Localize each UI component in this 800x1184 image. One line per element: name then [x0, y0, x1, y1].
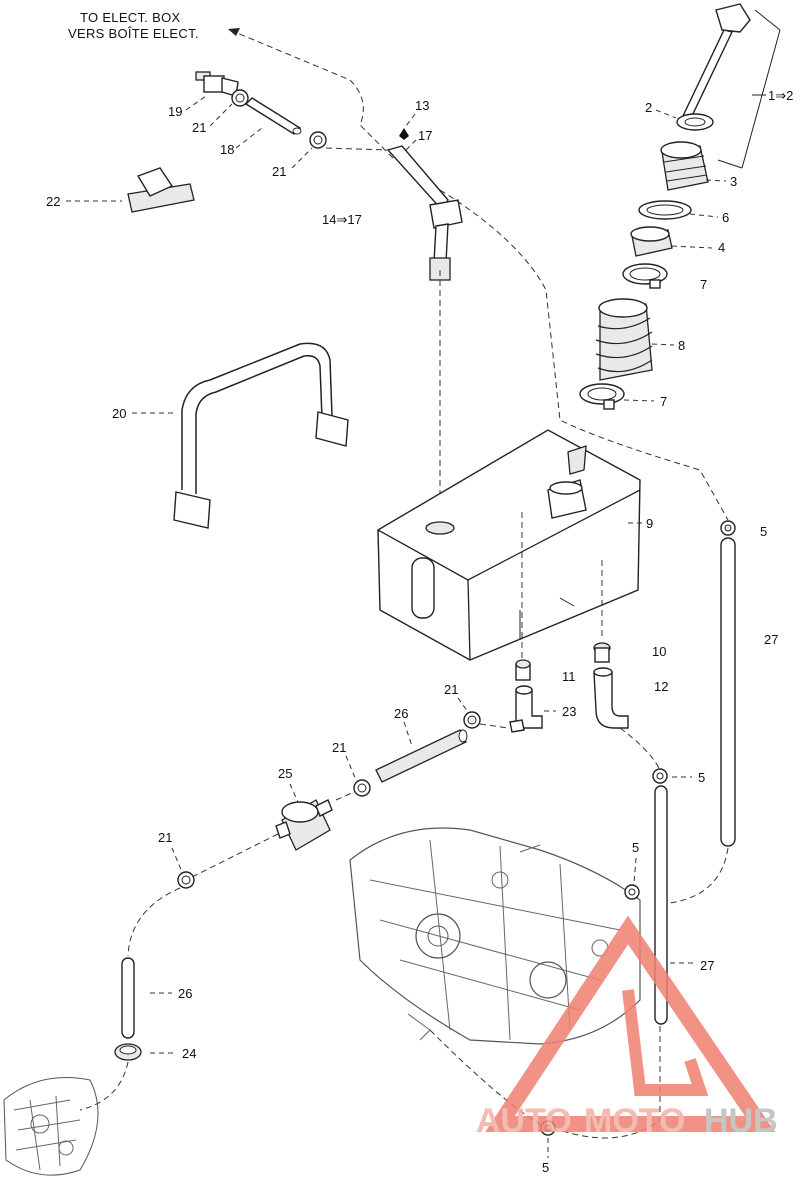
callout-21-lower-left: 21: [158, 830, 172, 845]
callout-7-upper: 7: [700, 277, 707, 292]
callout-13: 13: [415, 98, 429, 113]
callout-9: 9: [646, 516, 653, 531]
callout-14-17: 14⇒17: [322, 212, 362, 227]
clip-21-lower-left: [177, 871, 195, 889]
callout-5-engine: 5: [632, 840, 639, 855]
callout-12: 12: [654, 679, 668, 694]
logo-text-hub: HUB: [704, 1102, 778, 1140]
bellows-hose-8: [595, 298, 653, 381]
callout-26-lower: 26: [178, 986, 192, 1001]
callout-2: 2: [645, 100, 652, 115]
oil-tank-9: [377, 429, 641, 661]
callout-8: 8: [678, 338, 685, 353]
filler-neck-3: [660, 141, 709, 191]
callout-17: 17: [418, 128, 432, 143]
connector-19: [195, 71, 239, 97]
vent-valve-assembly: [386, 128, 463, 281]
hose-26-upper: [375, 729, 468, 783]
callout-21-top-right: 21: [272, 164, 286, 179]
engine-crankcase-sketch: [349, 827, 641, 1045]
callout-24: 24: [182, 1046, 196, 1061]
callout-21-top-left: 21: [192, 120, 206, 135]
callout-6: 6: [722, 210, 729, 225]
callout-20: 20: [112, 406, 126, 421]
grommet-10: [593, 642, 611, 663]
clip-5-center: [652, 768, 668, 784]
clip-21-top-left: [231, 89, 249, 107]
callout-19: 19: [168, 104, 182, 119]
callout-5-top-right: 5: [760, 524, 767, 539]
callout-27-center: 27: [700, 958, 714, 973]
logo-text-auto: AUTO: [476, 1102, 572, 1140]
callout-11: 11: [562, 669, 576, 684]
clamp-24: [114, 1043, 142, 1061]
wire-to-elect-box-arrow: [228, 28, 396, 161]
elbow-fitting-12: [593, 667, 629, 729]
callout-5-bottom: 5: [542, 1160, 549, 1175]
hose-18: [244, 97, 302, 135]
clip-21-mid: [353, 779, 371, 797]
grommet-11: [515, 659, 531, 681]
callout-10: 10: [652, 644, 666, 659]
hose-27-right: [720, 537, 736, 847]
clip-5-top-right: [720, 520, 736, 536]
clip-21-upper-mid: [463, 711, 481, 729]
elbow-fitting-23: [509, 685, 543, 733]
retaining-strap-20: [173, 342, 349, 529]
callout-21-mid: 21: [332, 740, 346, 755]
callout-18: 18: [220, 142, 234, 157]
gasket-6: [638, 200, 692, 220]
callout-7-lower: 7: [660, 394, 667, 409]
callout-1-2: 1⇒2: [768, 88, 793, 103]
callout-4: 4: [718, 240, 725, 255]
seal-2: [676, 113, 714, 131]
clamp-7-upper: [622, 263, 668, 289]
header-line-1: TO ELECT. BOX: [80, 10, 180, 25]
header-line-2: VERS BOÎTE ELECT.: [68, 26, 199, 41]
callout-22: 22: [46, 194, 60, 209]
clip-21-top-right: [309, 131, 327, 149]
callout-21-upper-mid: 21: [444, 682, 458, 697]
clamp-7-lower: [579, 383, 625, 410]
logo-text-moto: MOTO: [584, 1102, 685, 1140]
callout-23: 23: [562, 704, 576, 719]
callout-26-upper: 26: [394, 706, 408, 721]
clip-5-engine: [624, 884, 640, 900]
oil-pump-sketch: [3, 1077, 99, 1176]
callout-25: 25: [278, 766, 292, 781]
nut-4: [630, 226, 673, 257]
filler-cap-dipstick: [680, 3, 781, 169]
callout-27-right: 27: [764, 632, 778, 647]
tie-strap-22: [127, 167, 195, 213]
hose-26-lower: [121, 957, 135, 1039]
callout-3: 3: [730, 174, 737, 189]
callout-5-center: 5: [698, 770, 705, 785]
automotohub-logo: AUTO MOTO HUB: [476, 915, 778, 1140]
filter-25: [275, 799, 333, 851]
